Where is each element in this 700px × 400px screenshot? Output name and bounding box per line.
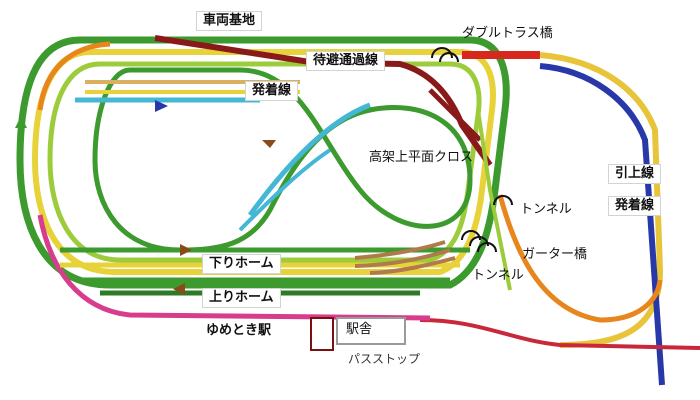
- label-tunnel-lower: トンネル: [472, 268, 524, 283]
- right-lightgreen: [476, 109, 512, 291]
- label-departure-track-left: 発着線: [245, 81, 299, 101]
- label-bus-stop: パスストップ: [348, 352, 421, 366]
- label-depot: 車両基地: [196, 11, 263, 31]
- cyan-lower: [238, 148, 332, 232]
- brown-siding-3: [369, 256, 456, 275]
- cyan-track: [75, 97, 371, 217]
- dark-red-branch: [428, 88, 482, 142]
- station-building-mark: [310, 317, 334, 351]
- station-building-box: [336, 317, 406, 345]
- direction-arrow-icon: [180, 244, 192, 256]
- label-station-name: ゆめとき駅: [206, 323, 272, 338]
- outer-loop-lightgreen: [47, 61, 482, 263]
- label-double-truss-bridge: ダブルトラス橋: [462, 26, 553, 41]
- label-departure-track-right: 発着線: [608, 196, 662, 216]
- direction-arrow-icon: [173, 283, 185, 295]
- label-girder-bridge: ガーター橋: [522, 247, 588, 262]
- label-up-platform: 上りホーム: [202, 288, 281, 308]
- tunnel-portal-icon: [431, 47, 459, 63]
- outer-loop-orange: [37, 41, 111, 111]
- right-blue: [539, 63, 665, 386]
- label-down-platform: 下りホーム: [202, 254, 281, 274]
- brown-siding-1: [354, 240, 446, 260]
- direction-arrow-icon: [15, 116, 27, 128]
- right-orange: [497, 194, 663, 323]
- lower-red: [419, 318, 700, 350]
- tunnel-portal-icon: [461, 230, 497, 253]
- label-station-building: 駅舎: [346, 322, 373, 337]
- pink-line: [37, 214, 431, 321]
- label-passing-track: 待避通過線: [306, 51, 386, 71]
- direction-arrow-icon: [262, 140, 276, 148]
- tunnel-portal-icon: [493, 195, 513, 206]
- outer-loop-green: [16, 36, 510, 289]
- label-elevated-crossing: 高架上平面クロス: [369, 150, 474, 165]
- direction-arrow-icon: [155, 100, 168, 112]
- brown-siding-2: [354, 248, 451, 268]
- label-headshunt: 引上線: [608, 164, 662, 184]
- label-tunnel-upper: トンネル: [520, 202, 572, 217]
